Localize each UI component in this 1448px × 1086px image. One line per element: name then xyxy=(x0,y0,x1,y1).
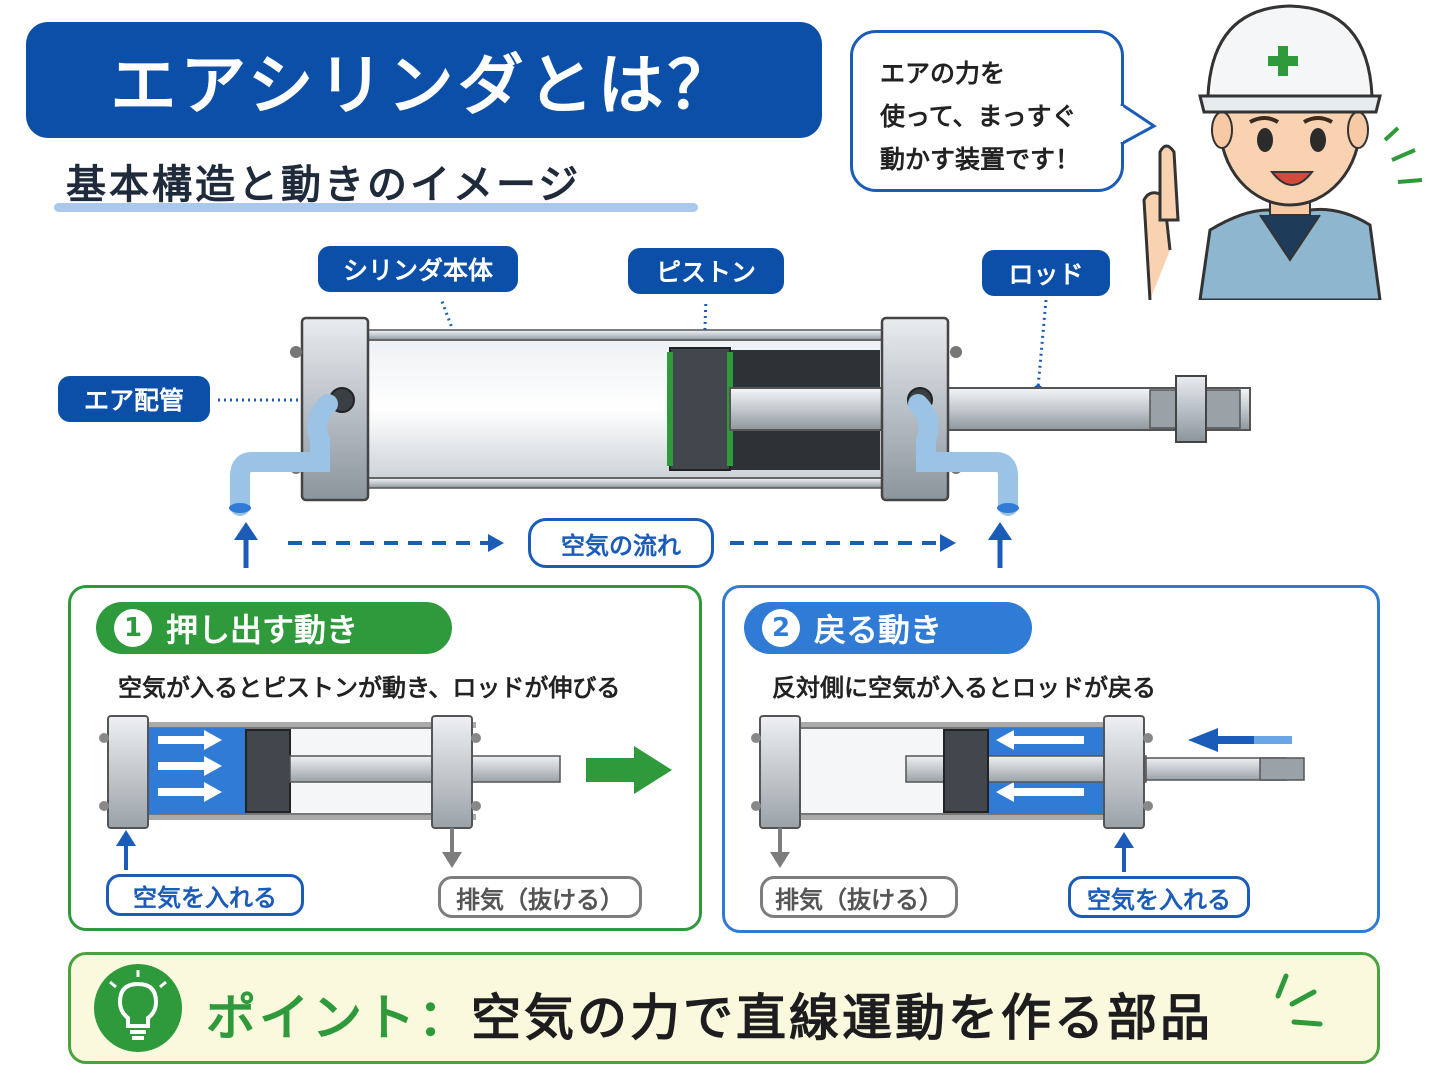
point-message: 空気の力で直線運動を作る部品 xyxy=(471,989,1213,1047)
label-cylinder-body: シリンダ本体 xyxy=(318,246,518,292)
lightbulb-icon xyxy=(94,964,182,1052)
cylinder-diagram xyxy=(218,300,1251,568)
speech-line-2: 使って、まっすぐ xyxy=(880,102,1077,131)
panel-return-number: 2 xyxy=(762,609,800,647)
push-diagram xyxy=(99,715,672,870)
title-banner: エアシリンダとは？ xyxy=(26,22,822,138)
arrow-up-icon xyxy=(116,830,136,846)
subtitle-underline xyxy=(54,203,698,212)
panel-push-header: 1 押し出す動き xyxy=(96,602,452,654)
panel-push-description: 空気が入るとピストンが動き、ロッドが伸びる xyxy=(118,674,621,702)
return-diagram xyxy=(751,715,1305,872)
emphasis-lines xyxy=(1275,973,1323,1027)
push-air-in-label: 空気を入れる xyxy=(106,874,304,916)
push-exhaust-label: 排気（抜ける） xyxy=(438,876,642,918)
panel-return-title: 戻る動き xyxy=(814,611,943,649)
label-piston: ピストン xyxy=(628,248,784,294)
speech-line-3: 動かす装置です！ xyxy=(880,145,1081,174)
arrow-left-icon xyxy=(1188,728,1218,752)
arrow-down-icon xyxy=(442,852,462,868)
panel-return-description: 反対側に空気が入るとロッドが戻る xyxy=(772,674,1156,702)
worker-character xyxy=(1142,4,1423,300)
label-air-flow: 空気の流れ xyxy=(528,518,714,568)
point-text: ポイント：空気の力で直線運動を作る部品 xyxy=(206,978,1213,1050)
label-rod: ロッド xyxy=(982,250,1110,296)
point-banner xyxy=(68,952,1380,1064)
page-title: エアシリンダとは？ xyxy=(110,47,738,124)
panel-return-header: 2 戻る動き xyxy=(744,602,1032,654)
speech-bubble-text: エアの力を 使って、まっすぐ 動かす装置です！ xyxy=(880,52,1120,181)
point-label: ポイント： xyxy=(206,989,471,1047)
speech-line-1: エアの力を xyxy=(880,59,1006,88)
speech-bubble-tail xyxy=(1118,102,1157,146)
page-subtitle: 基本構造と動きのイメージ xyxy=(66,162,582,208)
label-air-pipe: エア配管 xyxy=(58,376,210,422)
panel-push-number: 1 xyxy=(114,609,152,647)
return-exhaust-label: 排気（抜ける） xyxy=(760,876,958,918)
speech-bubble xyxy=(850,30,1124,192)
arrow-right-icon xyxy=(634,746,672,794)
return-air-in-label: 空気を入れる xyxy=(1068,876,1250,918)
panel-push-title: 押し出す動き xyxy=(166,611,359,649)
